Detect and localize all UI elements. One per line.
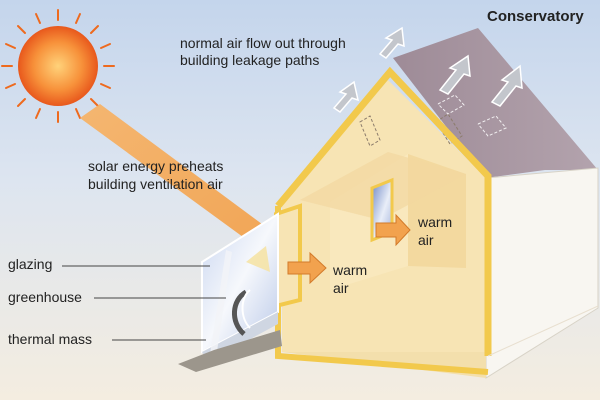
thermal-mass [178,330,282,372]
solar-label-line2: building ventilation air [88,176,223,192]
warm-air-label-1-line2: air [333,280,349,296]
right-wall [485,167,599,379]
sun-icon [1,9,115,123]
page-title: Conservatory [487,8,584,25]
sunbeam [80,104,270,248]
warm-air-label-2-line1: warm [418,214,453,230]
thermal-mass-label: thermal mass [8,331,93,347]
warm-air-label-2-line2: air [418,232,434,248]
air-flow-label-line2: building leakage paths [180,52,320,68]
arrow-icon [332,26,523,113]
air-flow-label-line1: normal air flow out through [180,35,346,51]
arrow-icon [287,213,411,285]
greenhouse-label: greenhouse [8,289,82,305]
warm-air-label-1-line1: warm [333,262,368,278]
glazing-label: glazing [8,256,53,272]
solar-label-line1: solar energy preheats [88,158,224,174]
house-outline [275,66,492,356]
